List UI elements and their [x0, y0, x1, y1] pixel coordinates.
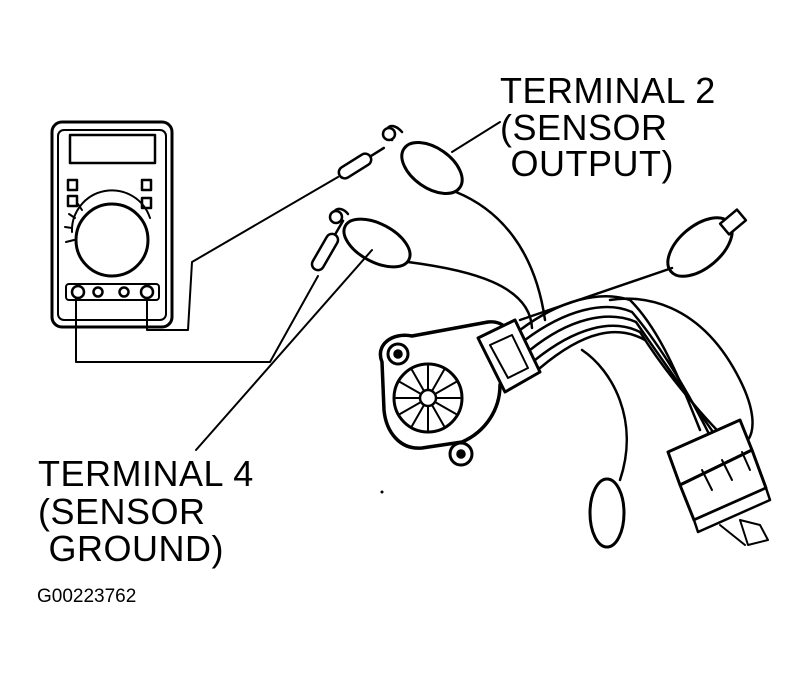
wiring-harness: [518, 295, 754, 450]
com-jack: [70, 284, 86, 300]
multimeter: [50, 120, 174, 329]
clip-lower: [588, 477, 626, 549]
label-terminal-4-line-3: GROUND): [38, 528, 224, 569]
selector-dial: [64, 189, 151, 278]
clip-wires: [406, 190, 674, 482]
figure-id: G00223762: [37, 586, 137, 607]
tps-sensor: [378, 318, 542, 467]
leader-terminal-2: [451, 121, 501, 153]
label-terminal-4-line-2: (SENSOR: [38, 491, 206, 532]
clip-unused: [666, 208, 748, 278]
meter-leads: [75, 176, 339, 363]
upper-probe: [337, 146, 386, 180]
volt-jack: [139, 284, 155, 300]
leader-terminal-4: [195, 249, 373, 451]
clip-terminal-2: [381, 124, 464, 195]
label-terminal-2-line-2: (SENSOR: [500, 107, 668, 148]
label-terminal-2-line-1: TERMINAL 2: [500, 70, 716, 111]
label-terminal-2-line-3: OUTPUT): [500, 143, 674, 184]
harness-connector: [666, 418, 772, 546]
leader-lines: [195, 121, 501, 451]
label-terminal-4-line-1: TERMINAL 4: [38, 453, 254, 494]
clip-terminal-4: [328, 207, 412, 269]
tps-rotor: [392, 362, 464, 434]
lower-probe: [310, 219, 345, 272]
multimeter-display: [68, 133, 157, 165]
